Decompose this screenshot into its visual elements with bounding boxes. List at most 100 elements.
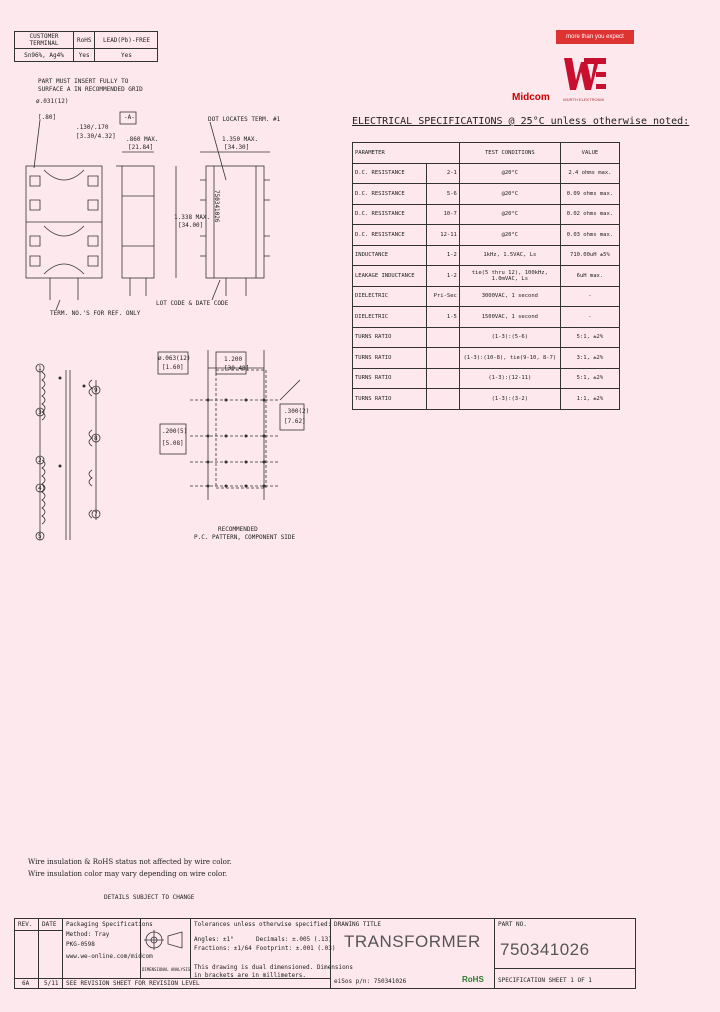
spec-param: TURNS RATIO [351, 388, 428, 410]
spec-row: TURNS RATIO(1-3):(10-8), tie(9-10, 8-7)3… [351, 347, 621, 369]
spec-pins [426, 367, 460, 389]
tolerance-fractions: Fractions: ±1/64 [194, 945, 252, 952]
we-logo-icon [564, 58, 606, 90]
dim-label: .200(5) [162, 428, 188, 435]
spec-param: LEAKAGE INDUCTANCE [351, 265, 428, 287]
spec-param: TURNS RATIO [351, 326, 428, 348]
part-number: 750341026 [500, 940, 590, 959]
spec-table: PARAMETER TEST CONDITIONS VALUE D.C. RES… [351, 142, 621, 410]
spec-param: TURNS RATIO [351, 367, 428, 389]
part-marking: 750341026 [213, 190, 220, 223]
mechanical-drawing [25, 111, 305, 541]
rohs-badge: RoHS [462, 975, 484, 984]
eisos-pn: eiSos p/n: 750341026 [334, 978, 407, 985]
dim-label: .130/.170 [76, 124, 109, 131]
tolerance-angles: Angles: ±1° [194, 936, 234, 943]
tolerance-footprint: Footprint: ±.001 (.03) [256, 945, 336, 952]
spec-pins [426, 347, 460, 369]
spec-value: 0.02 ohms max. [559, 203, 621, 225]
spec-condition: @20°C [458, 203, 561, 225]
drawing-title-label: DRAWING TITLE [334, 921, 381, 928]
dim-label: .860 MAX. [126, 136, 159, 143]
spec-value: - [559, 306, 621, 328]
spec-value: 3:1, ±2% [559, 347, 621, 369]
term-note: TERM. NO.'S FOR REF. ONLY [50, 310, 141, 317]
pin-label: 7 [94, 511, 98, 518]
spec-row: TURNS RATIO(1-3):(5-6)5:1, ±2% [351, 326, 621, 348]
dim-label: [1.60] [162, 364, 184, 371]
dim-label: ø.031(12) [36, 98, 69, 105]
spec-header: VALUE [559, 142, 621, 164]
spec-pins: 2-1 [426, 162, 460, 184]
spec-condition: (1-3):(10-8), tie(9-10, 8-7) [458, 347, 561, 369]
dim-label: [34.30] [224, 144, 250, 151]
date-value: 5/11 [44, 980, 59, 987]
dim-label: [5.08] [162, 440, 184, 447]
dim-label: .300(2) [284, 408, 310, 415]
date-label: DATE [42, 921, 57, 928]
tolerance-title: Tolerances unless otherwise specified: [194, 921, 332, 928]
spec-param: DIELECTRIC [351, 306, 428, 328]
packaging-method: Method: Tray [66, 931, 110, 938]
dim-label: [30.48] [224, 365, 250, 372]
pin-label: 2 [38, 457, 42, 464]
rev-value: 6A [22, 980, 30, 987]
spec-value: 1:1, ±2% [559, 388, 621, 410]
dim-label: 1.338 MAX. [174, 214, 211, 221]
value-cell: Yes [72, 48, 96, 62]
spec-condition: @20°C [458, 224, 561, 246]
dim-label: [7.62] [284, 418, 306, 425]
dim-label: [21.84] [128, 144, 154, 151]
terminal-info-table: CUSTOMER TERMINAL RoHS LEAD(Pb)-FREE Sn9… [14, 31, 159, 62]
spec-condition: @20°C [458, 162, 561, 184]
spec-row: TURNS RATIO(1-3):(12-11)5:1, ±2% [351, 367, 621, 389]
pin-label: 8 [94, 435, 98, 442]
spec-param: D.C. RESISTANCE [351, 224, 428, 246]
dim-label: 1.200 [224, 356, 243, 363]
spec-value: 710.00uH ±5% [559, 244, 621, 266]
spec-pins: Pri-Sec [426, 285, 460, 307]
insert-note-line2: SURFACE A IN RECOMMENDED GRID [38, 86, 143, 93]
value-cell: Yes [94, 48, 159, 62]
spec-condition: tie(5 thru 12), 100kHz, 1.0mVAC, Ls [458, 265, 561, 287]
dim-label: [.80] [38, 114, 57, 121]
spec-value: 2.4 ohms max. [559, 162, 621, 184]
sheet-label: SPECIFICATION SHEET 1 OF 1 [498, 977, 592, 984]
note-line: Wire insulation color may vary depending… [28, 870, 228, 878]
spec-header: PARAMETER [352, 142, 460, 164]
spec-pins: 1-2 [426, 244, 460, 266]
spec-value: - [559, 285, 621, 307]
note-line: Wire insulation & RoHS status not affect… [28, 858, 232, 866]
spec-row: TURNS RATIO (1-3):(3-2)1:1, ±2% [351, 388, 621, 410]
tolerance-decimals: Decimals: ±.005 (.13) [256, 936, 332, 943]
pin-label: 3 [38, 409, 42, 416]
website-link[interactable]: www.we-online.com/midcom [66, 953, 153, 960]
lot-code-note: LOT CODE & DATE CODE [156, 300, 229, 307]
dim-note: This drawing is dual dimensioned. Dimens… [194, 964, 353, 971]
spec-param: INDUCTANCE [351, 244, 428, 266]
spec-condition: 3000VAC, 1 second [458, 285, 561, 307]
spec-value: 5:1, ±2% [559, 367, 621, 389]
dim-label: ø.063(12) [158, 355, 191, 362]
dim-label: [34.00] [178, 222, 204, 229]
spec-condition: (1-3):(3-2) [458, 388, 561, 410]
dim-label: [3.30/4.32] [76, 133, 116, 140]
spec-condition: 1kHz, 1.5VAC, Ls [458, 244, 561, 266]
packaging-pkg: PKG-0598 [66, 941, 95, 948]
projection-label: DIMENSIONAL ANALYSIS [142, 967, 191, 972]
spec-pins [426, 388, 460, 410]
spec-param: DIELECTRIC [351, 285, 428, 307]
part-no-label: PART NO. [498, 921, 527, 928]
pin-label: 4 [38, 485, 42, 492]
insert-note-line1: PART MUST INSERT FULLY TO [38, 78, 129, 85]
spec-header: TEST CONDITIONS [458, 142, 561, 164]
spec-header-row: PARAMETER TEST CONDITIONS VALUE [352, 142, 621, 164]
spec-pins [426, 326, 460, 348]
recommended-note: RECOMMENDED [218, 526, 258, 533]
